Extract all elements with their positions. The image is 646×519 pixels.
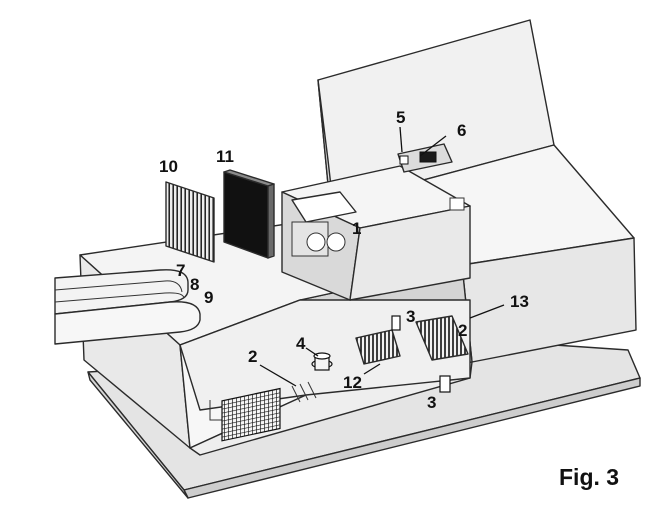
part-3-clip-top (391, 315, 401, 331)
duct-7-8-9 (54, 269, 201, 345)
module-1 (281, 143, 471, 301)
label-4: 4 (296, 334, 306, 353)
part-4-post (311, 352, 333, 371)
side-grill (221, 387, 281, 442)
label-1: 1 (352, 219, 361, 238)
label-3-bottom: 3 (427, 393, 436, 412)
label-2-left: 2 (248, 347, 257, 366)
label-7: 7 (176, 261, 185, 280)
label-11: 11 (216, 147, 234, 166)
part-labels: 1 2 2 3 3 4 5 6 7 8 9 10 11 12 13 (159, 108, 529, 412)
part-13-mesh (415, 315, 469, 361)
part-2-fins-left (291, 381, 317, 403)
part-6-latch (419, 151, 437, 163)
label-12: 12 (343, 373, 362, 392)
label-5: 5 (396, 108, 405, 127)
label-13: 13 (510, 292, 529, 311)
label-8: 8 (190, 275, 199, 294)
label-6: 6 (457, 121, 466, 140)
part-3-clip-bottom (439, 375, 451, 393)
part-5-tab (399, 155, 409, 165)
filter-10 (165, 181, 215, 263)
filter-11 (223, 171, 269, 259)
part-12-mesh (355, 329, 401, 365)
label-3-top: 3 (406, 307, 415, 326)
label-10: 10 (159, 157, 178, 176)
leader-lines (259, 126, 505, 387)
figure-caption: Fig. 3 (559, 464, 619, 490)
label-2-right: 2 (458, 321, 467, 340)
label-9: 9 (204, 288, 213, 307)
